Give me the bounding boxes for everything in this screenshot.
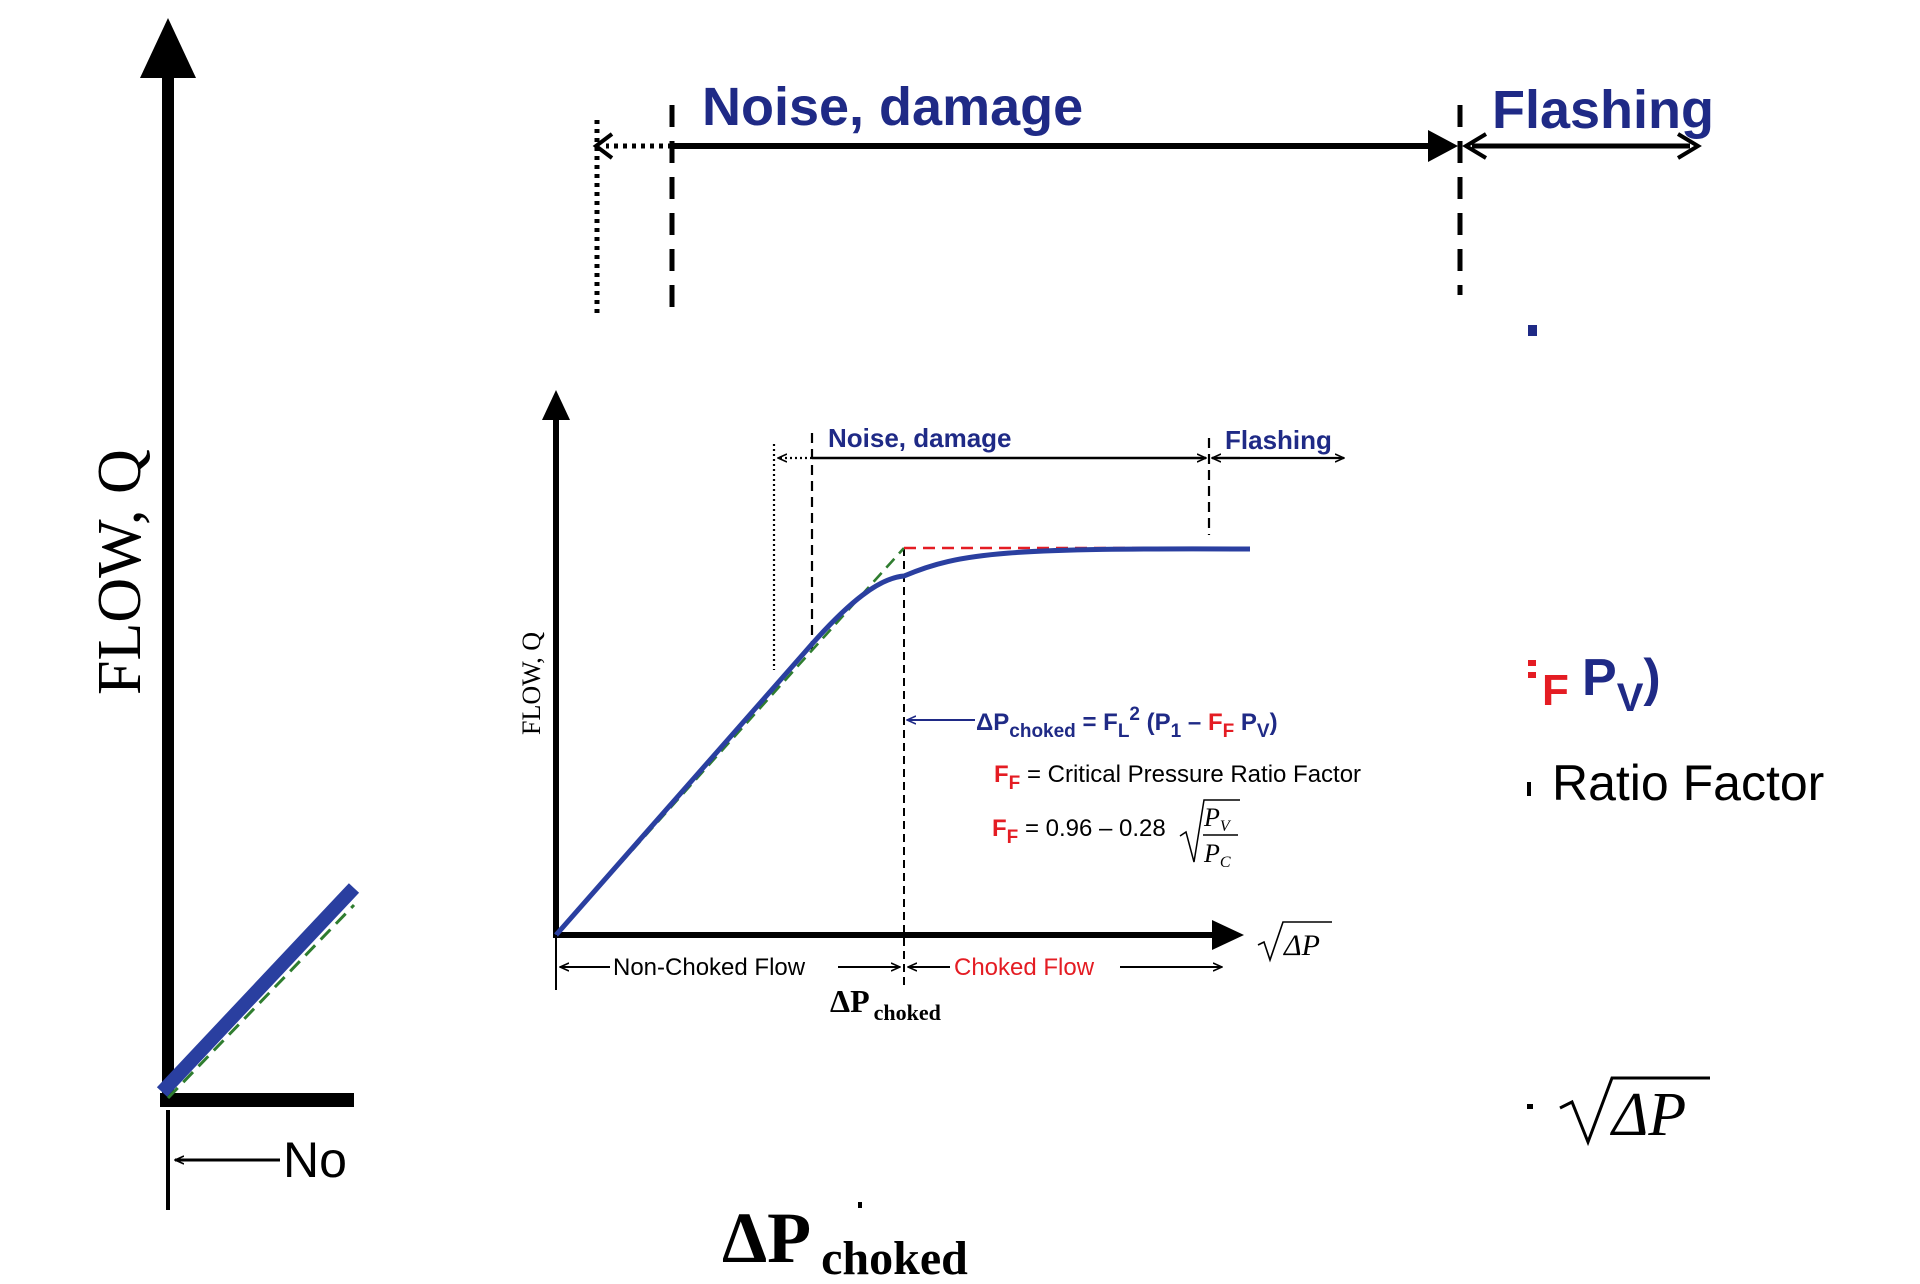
inset-ff-formula: FF = 0.96 – 0.28 bbox=[992, 815, 1166, 848]
inset-y-axis-label: FLOW, Q bbox=[517, 632, 546, 735]
bg-sqrt-dp: ΔP bbox=[1609, 1081, 1686, 1149]
inset-x-axis-label: ΔP bbox=[1283, 929, 1320, 962]
bg-speck bbox=[858, 1202, 862, 1208]
inset-diagram: FLOW, Q ΔP Noise, damage Flashing ΔPchok… bbox=[517, 390, 1361, 1025]
bg-green-tangent bbox=[166, 903, 356, 1100]
bg-noise-arrowhead bbox=[1428, 130, 1458, 162]
inset-ff-sqrt bbox=[1179, 799, 1240, 863]
inset-nonchoked-label: Non-Choked Flow bbox=[613, 954, 806, 981]
bg-navy-speck bbox=[1528, 325, 1537, 336]
inset-ff-den: PC bbox=[1203, 839, 1231, 871]
bg-ratio-factor-fragment: Ratio Factor bbox=[1552, 755, 1824, 811]
bg-sqrt-symbol bbox=[1559, 1076, 1710, 1147]
bg-red-frag-a bbox=[1528, 660, 1536, 666]
inset-equation-main: ΔPchoked = FL2 (P1 – FF PV) bbox=[976, 704, 1278, 742]
bg-ratio-frag-dot bbox=[1527, 782, 1531, 796]
bg-flow-curve bbox=[156, 883, 360, 1097]
bg-noise-damage-label: Noise, damage bbox=[702, 77, 1083, 137]
bg-ff-fragment: F bbox=[1542, 666, 1569, 715]
bg-y-axis-label: FLOW, Q bbox=[86, 449, 154, 695]
inset-ff-num: PV bbox=[1203, 803, 1232, 835]
inset-sqrt-symbol bbox=[1257, 921, 1332, 963]
bg-flash-arrowhead-left bbox=[1462, 132, 1488, 160]
bg-flash-arrowhead-right bbox=[1676, 132, 1702, 160]
bg-dotted-arrowhead bbox=[592, 132, 614, 160]
inset-flow-curve bbox=[554, 546, 1251, 937]
inset-choked-label: Choked Flow bbox=[954, 954, 1095, 981]
inset-noise-damage-label: Noise, damage bbox=[828, 423, 1012, 453]
inset-flashing-label: Flashing bbox=[1225, 425, 1332, 455]
bg-sqrt-frag-dot bbox=[1527, 1104, 1533, 1109]
inset-x-axis-arrowhead bbox=[1212, 920, 1244, 950]
inset-y-axis-arrowhead bbox=[542, 390, 570, 420]
background-diagram: No FLOW, Q Noise, damage Flashing F PV) … bbox=[86, 18, 1824, 1284]
bg-noflow-label: No bbox=[283, 1132, 347, 1188]
bg-flashing-label: Flashing bbox=[1492, 80, 1714, 140]
bg-red-frag-b bbox=[1528, 672, 1536, 678]
bg-pv-fragment: PV) bbox=[1582, 649, 1661, 720]
inset-ff-definition: FF = Critical Pressure Ratio Factor bbox=[994, 761, 1361, 794]
bg-y-axis-arrowhead bbox=[140, 18, 196, 78]
